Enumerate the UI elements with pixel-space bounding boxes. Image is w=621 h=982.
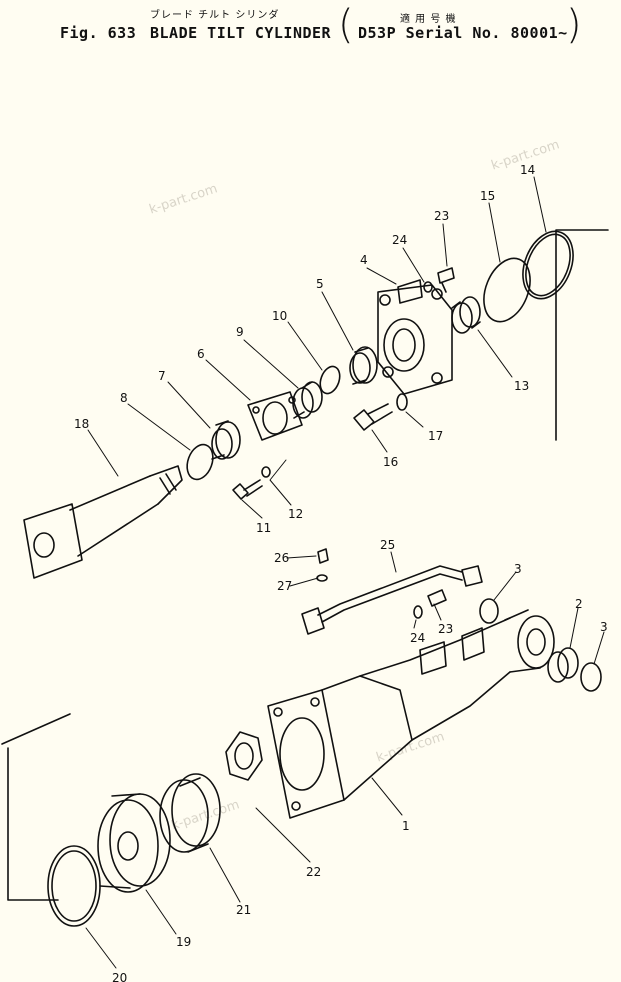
serial-range: D53P Serial No. 80001~: [358, 24, 568, 42]
seal-part-20: [47, 845, 101, 927]
cylinder-tube-part-1: [267, 609, 555, 819]
callout-5: 5: [316, 277, 324, 291]
washer-part-12: [261, 466, 271, 478]
dust-seal-part-3: [580, 662, 602, 692]
callout-4: 4: [360, 253, 368, 267]
callout-3: 3: [600, 620, 608, 634]
callout-26: 26: [274, 551, 289, 565]
o-ring-part-14: [522, 230, 574, 300]
callout-1: 1: [402, 819, 410, 833]
callout-23: 23: [438, 622, 453, 636]
callout-27: 27: [277, 579, 292, 593]
callout-3: 3: [514, 562, 522, 576]
bushing-part-13: [451, 296, 481, 334]
assembly-bracket-line: [555, 229, 609, 441]
bushing-part-2: [547, 647, 579, 683]
callout-2: 2: [575, 597, 583, 611]
figure-header: ブレード チルト シリンダ 適 用 号 機 Fig. 633 BLADE TIL…: [0, 0, 621, 60]
assembly-bracket-line: [7, 747, 59, 901]
o-ring-part-10: [319, 365, 341, 395]
callout-18: 18: [74, 417, 89, 431]
bolt-part-11: [232, 479, 263, 500]
figure-title: BLADE TILT CYLINDER: [150, 24, 332, 42]
callout-9: 9: [236, 325, 244, 339]
callout-24: 24: [410, 631, 425, 645]
leader-lines: [85, 176, 605, 969]
pipe-part-25: [301, 565, 483, 635]
callout-23: 23: [434, 209, 449, 223]
washer-part-24: [423, 281, 433, 293]
bearing-part-5: [349, 346, 378, 385]
callout-22: 22: [306, 865, 321, 879]
callout-20: 20: [112, 971, 127, 982]
o-ring-part-14-inner: [525, 233, 571, 297]
callout-7: 7: [158, 369, 166, 383]
piston-rod-part-18: [23, 465, 183, 579]
assembly-reference-line: [1, 713, 71, 745]
bolt-part-16: [353, 403, 393, 431]
o-ring-part-15: [483, 257, 531, 323]
callout-11: 11: [256, 521, 271, 535]
figure-number: Fig. 633: [60, 24, 137, 42]
washer-part-17: [396, 393, 408, 411]
callout-10: 10: [272, 309, 287, 323]
japanese-title: ブレード チルト シリンダ: [150, 10, 280, 21]
retainer-part-6: [247, 391, 303, 441]
callout-15: 15: [480, 189, 495, 203]
callout-24: 24: [392, 233, 407, 247]
snap-ring-part-8: [186, 443, 214, 481]
left-paren: (: [338, 2, 354, 48]
callout-12: 12: [288, 507, 303, 521]
nut-part-22: [225, 731, 263, 781]
seal-part-20-inner: [51, 850, 97, 922]
callout-8: 8: [120, 391, 128, 405]
callout-21: 21: [236, 903, 251, 917]
callout-16: 16: [383, 455, 398, 469]
callout-17: 17: [428, 429, 443, 443]
washer-part-24: [413, 605, 423, 619]
callout-labels: 1 2 3 3 4 5 6 7 8 9 10 11 12 13 14 15 16…: [74, 163, 608, 982]
wear-ring-part-21: [159, 773, 221, 853]
japanese-applicable-note: 適 用 号 機: [400, 14, 457, 25]
bearing-part-7: [211, 420, 241, 460]
callout-19: 19: [176, 935, 191, 949]
piston-part-19: [97, 793, 171, 893]
cylinder-head-part-4: [377, 279, 453, 395]
callout-13: 13: [514, 379, 529, 393]
callout-6: 6: [197, 347, 205, 361]
dust-seal-part-3: [479, 598, 499, 624]
callout-25: 25: [380, 538, 395, 552]
right-paren: ): [566, 2, 582, 48]
callout-14: 14: [520, 163, 535, 177]
grease-fitting-part-23: [437, 267, 455, 293]
grease-fitting-part-23: [427, 589, 447, 607]
bolt-part-26: [317, 548, 329, 564]
